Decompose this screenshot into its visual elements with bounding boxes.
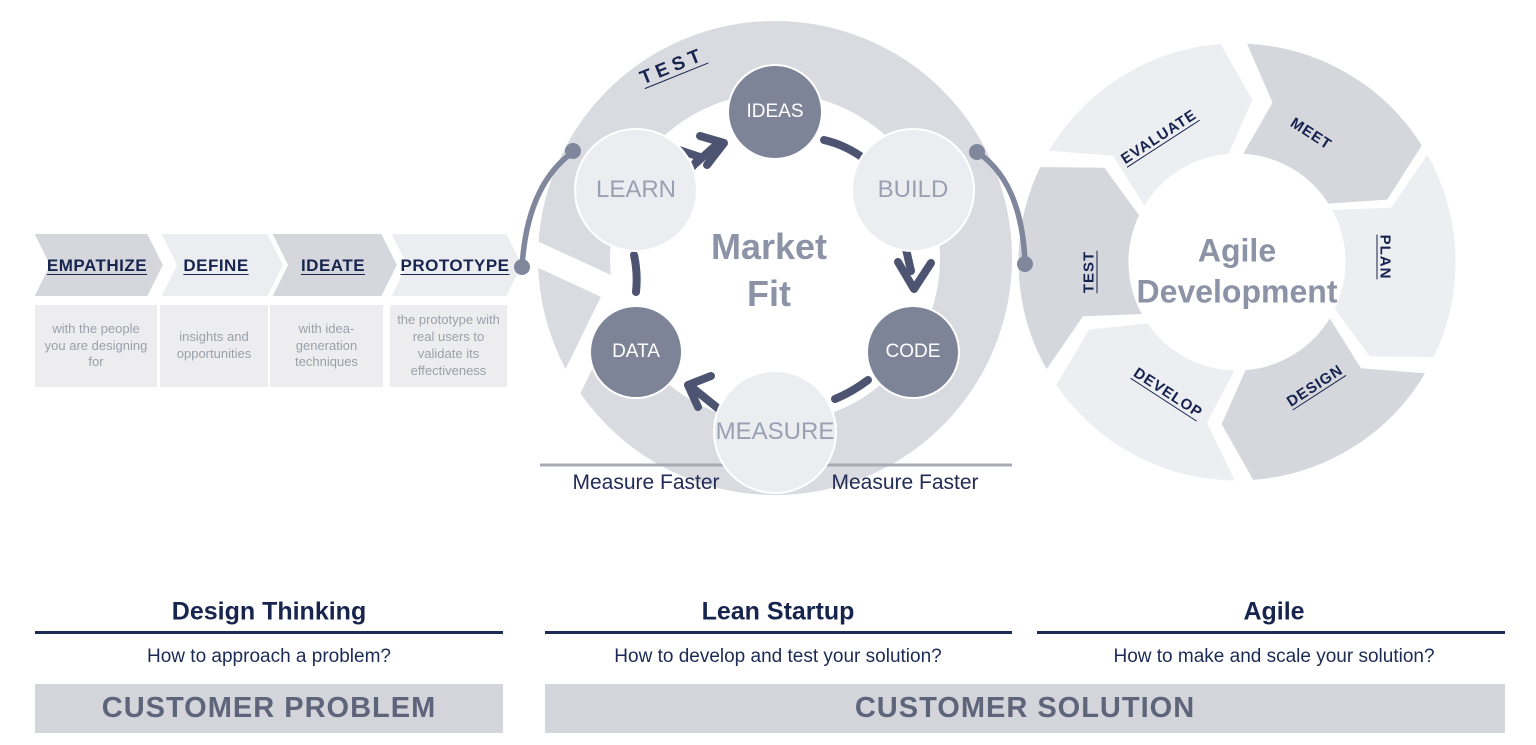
lean-ring-notch-shape	[522, 239, 634, 424]
step-desc-empathize: with the people you are designing for	[35, 305, 157, 387]
step-label-ideate: IDEATE	[300, 256, 366, 275]
dash-data-learn	[630, 251, 641, 296]
node-measure: MEASURE	[713, 370, 837, 494]
agile-wedge-develop	[1052, 320, 1240, 484]
node-build: BUILD	[851, 128, 975, 252]
connector-left	[519, 149, 575, 268]
footer-divider-right	[1037, 631, 1505, 634]
agile-ring-shape	[1015, 40, 1459, 484]
dash-code-measure	[831, 376, 872, 403]
lean-center-title-line1: Market	[710, 226, 828, 267]
lean-center-title-line2: Fit	[747, 273, 791, 314]
connector-left-dot-end	[565, 143, 581, 159]
node-learn: LEARN	[574, 128, 698, 252]
connector-left-dot-start	[514, 259, 530, 275]
step-desc-prototype: the prototype with real users to validat…	[390, 305, 507, 387]
footer-title-lean-startup: Lean Startup	[701, 597, 855, 626]
agile-wedge-design	[1218, 312, 1431, 484]
footer-question-agile: How to make and scale your solution?	[1113, 646, 1435, 667]
agile-wedge-plan	[1327, 149, 1459, 360]
chevron-prototype-shape	[388, 232, 525, 298]
connector-right-dot-end	[1017, 256, 1033, 272]
node-data: DATA	[589, 305, 683, 399]
connector-right	[975, 149, 1028, 264]
arrow-learn-ideas-head	[696, 132, 728, 169]
agile-segment-plan: PLAN	[1376, 234, 1394, 280]
footer-question-lean-startup: How to develop and test your solution?	[614, 646, 942, 667]
footer-question-design-thinking: How to approach a problem?	[147, 646, 391, 667]
node-code-label: CODE	[885, 341, 941, 362]
footer-divider-middle	[545, 631, 1012, 634]
footer-title-agile: Agile	[1243, 597, 1305, 626]
node-ideas-label: IDEAS	[746, 101, 804, 122]
agile-wedge-test	[1015, 164, 1147, 375]
node-measure-label: MEASURE	[715, 418, 835, 445]
node-build-label: BUILD	[877, 176, 949, 203]
arrow-measure-data-head	[684, 372, 715, 411]
agile-segment-test: TEST	[1080, 250, 1098, 294]
customer-problem-band: CUSTOMER PROBLEM	[35, 684, 503, 733]
node-code: CODE	[866, 305, 960, 399]
node-ideas: IDEAS	[727, 64, 823, 160]
node-data-label: DATA	[612, 341, 660, 362]
step-label-empathize: EMPATHIZE	[46, 256, 148, 275]
measure-faster-right: Measure Faster	[831, 471, 979, 494]
chevron-empathize-shape	[31, 232, 166, 298]
arrow-measure-data-shaft	[690, 385, 724, 414]
footer-divider-left	[35, 631, 503, 634]
step-desc-define: insights and opportunities	[160, 305, 268, 387]
chevron-ideate-shape	[269, 232, 400, 298]
chevron-define-shape	[158, 232, 286, 298]
connector-right-dot-start	[969, 144, 985, 160]
customer-solution-band: CUSTOMER SOLUTION	[545, 684, 1505, 733]
measure-faster-left: Measure Faster	[572, 471, 720, 494]
arrow-build-code-shaft	[902, 245, 915, 275]
agile-wedge-meet	[1238, 40, 1426, 207]
footer-title-design-thinking: Design Thinking	[171, 597, 367, 626]
node-learn-label: LEARN	[595, 176, 677, 203]
agile-center-title-line2: Development	[1136, 273, 1338, 310]
arrow-build-code-head	[894, 258, 935, 293]
agile-wedge-evaluate	[1043, 40, 1256, 212]
step-label-prototype: PROTOTYPE	[400, 256, 510, 275]
step-desc-ideate: with idea-generation techniques	[270, 305, 383, 387]
step-label-define: DEFINE	[183, 256, 249, 275]
agile-center-title-line1: Agile	[1197, 232, 1277, 269]
